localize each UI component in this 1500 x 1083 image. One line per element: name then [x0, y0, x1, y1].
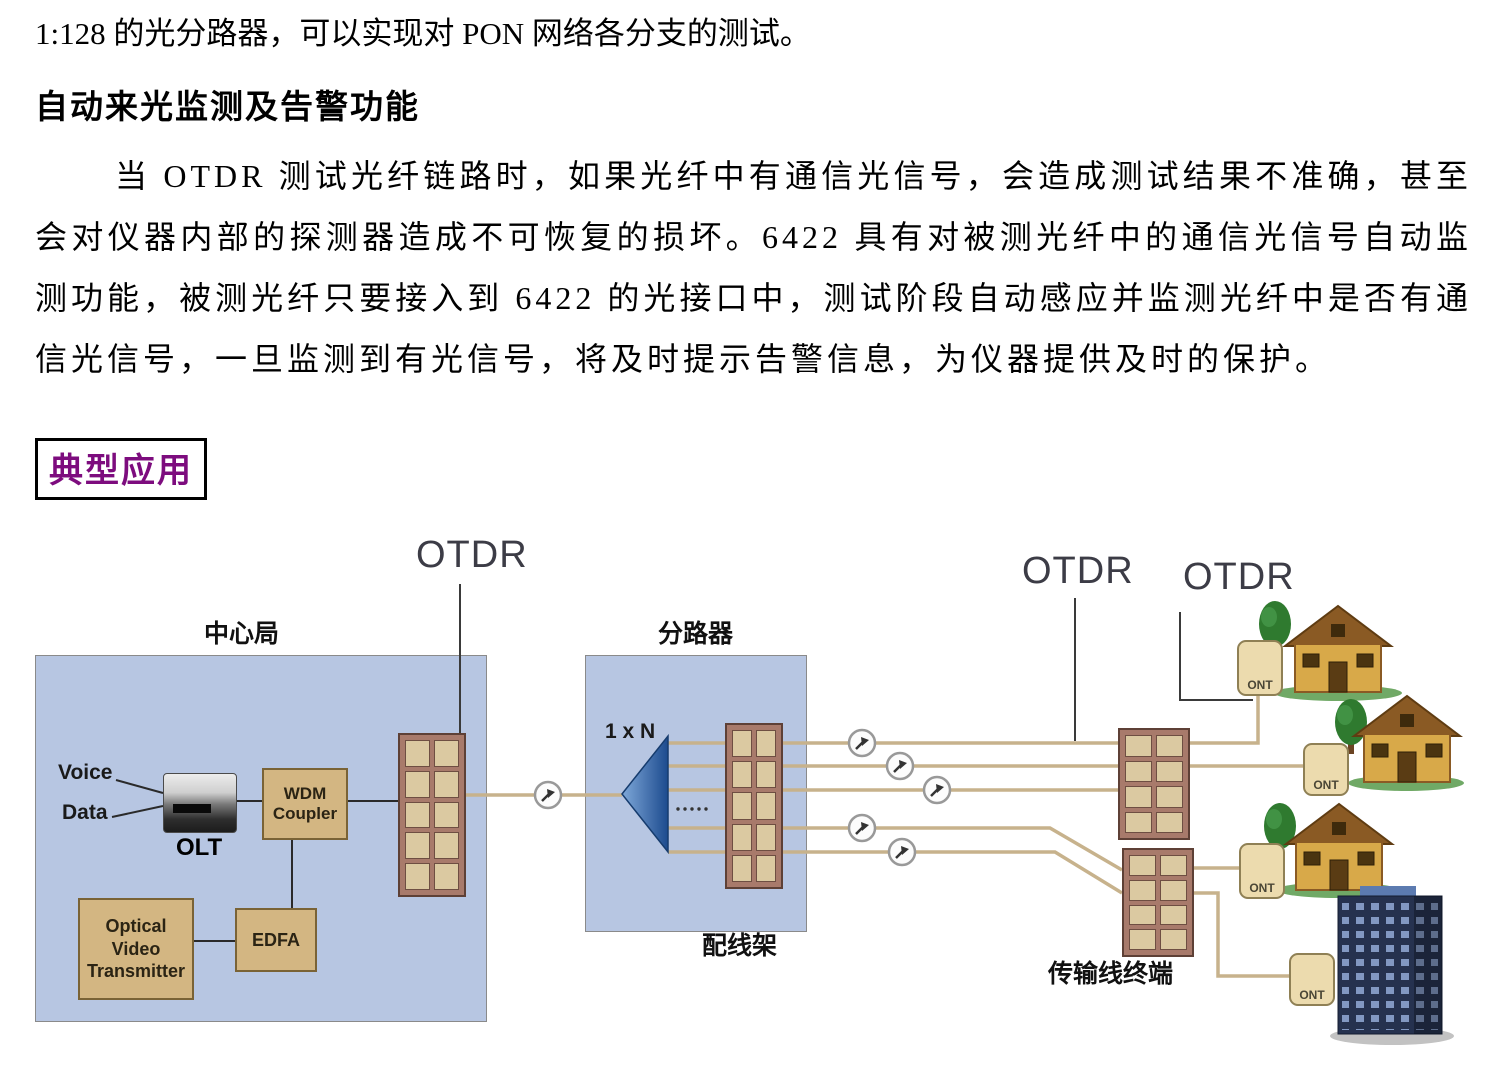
panel-slot: [1129, 929, 1156, 950]
optical-video-transmitter-box: Optical Video Transmitter: [78, 898, 194, 1000]
panel-slot: [732, 730, 752, 758]
wdm-coupler-label: WDM Coupler: [272, 783, 338, 823]
fiber-connector-icon: [533, 780, 563, 810]
voice-label: Voice: [58, 761, 113, 784]
ont-box-2: ONT: [1303, 743, 1349, 796]
central-office-title: 中心局: [204, 620, 280, 648]
fiber-connector-icon: [847, 813, 877, 843]
panel-slot: [434, 801, 459, 829]
panel-slot: [1156, 760, 1183, 782]
terminal-patch-panel-lower: [1122, 848, 1194, 957]
otdr-label-right-2: OTDR: [1183, 556, 1295, 598]
transmission-terminal-caption: 传输线终端: [1048, 960, 1174, 988]
splitter-patch-panel: [725, 723, 783, 889]
ont-label: ONT: [1313, 778, 1339, 792]
panel-slot: [434, 740, 459, 767]
ont-box-4: ONT: [1289, 953, 1335, 1006]
panel-slot: [1160, 855, 1187, 876]
panel-slot: [756, 854, 776, 882]
panel-slot: [732, 761, 752, 789]
olt-device: [163, 773, 237, 833]
panel-slot: [732, 823, 752, 851]
panel-slot: [1160, 904, 1187, 926]
panel-slot: [1125, 811, 1152, 833]
wdm-coupler-box: WDM Coupler: [262, 768, 348, 840]
panel-slot: [1160, 929, 1187, 950]
split-ratio-label: 1 x N: [605, 720, 656, 743]
panel-slot: [1156, 786, 1183, 808]
panel-slot: [756, 761, 776, 789]
otdr-label-top: OTDR: [416, 534, 528, 576]
central-office-patch-panel: [398, 733, 466, 897]
boxed-heading-typical-application: 典型应用: [35, 438, 207, 500]
body-paragraph: 当 OTDR 测试光纤链路时，如果光纤中有通信光信号，会造成测试结果不准确，甚至…: [35, 158, 1472, 377]
panel-slot: [732, 792, 752, 820]
house-illustration: [1285, 803, 1393, 891]
panel-slot: [405, 770, 430, 798]
ont-label: ONT: [1299, 988, 1325, 1002]
panel-slot: [1156, 811, 1183, 833]
fiber-connector-icon: [887, 837, 917, 867]
panel-slot: [405, 832, 430, 860]
panel-slot: [1129, 855, 1156, 876]
panel-slot: [1156, 735, 1183, 757]
ont-box-1: ONT: [1237, 640, 1283, 696]
fiber-connector-icon: [885, 751, 915, 781]
house-illustration: [1284, 605, 1392, 693]
olt-label: OLT: [176, 834, 223, 861]
panel-slot: [434, 863, 459, 890]
edfa-label: EDFA: [251, 929, 300, 950]
section-heading: 自动来光监测及告警功能: [35, 88, 420, 125]
panel-slot: [1125, 735, 1152, 757]
panel-slot: [756, 730, 776, 758]
house-illustration: [1353, 695, 1461, 783]
terminal-patch-panel-upper: [1118, 728, 1190, 840]
office-building-illustration: [1337, 886, 1443, 1035]
patch-panel-caption: 配线架: [702, 932, 778, 960]
panel-slot: [405, 740, 430, 767]
panel-slot: [756, 823, 776, 851]
optical-video-transmitter-label: Optical Video Transmitter: [86, 916, 186, 982]
fiber-connector-icon: [847, 728, 877, 758]
data-label: Data: [62, 801, 108, 824]
ont-box-3: ONT: [1239, 843, 1285, 899]
ont-label: ONT: [1249, 881, 1275, 895]
edfa-box: EDFA: [235, 908, 317, 972]
panel-slot: [405, 863, 430, 890]
panel-slot: [732, 854, 752, 882]
panel-slot: [434, 770, 459, 798]
panel-slot: [1129, 904, 1156, 926]
otdr-label-right-1: OTDR: [1022, 550, 1134, 592]
panel-slot: [434, 832, 459, 860]
splitter-title: 分路器: [658, 620, 734, 648]
panel-slot: [405, 801, 430, 829]
panel-slot: [1125, 786, 1152, 808]
ont-label: ONT: [1247, 678, 1273, 692]
panel-slot: [1125, 760, 1152, 782]
fiber-connector-icon: [922, 775, 952, 805]
intro-line: 1:128 的光分路器，可以实现对 PON 网络各分支的测试。: [35, 16, 811, 51]
panel-slot: [1129, 879, 1156, 901]
panel-slot: [1160, 879, 1187, 901]
panel-slot: [756, 792, 776, 820]
